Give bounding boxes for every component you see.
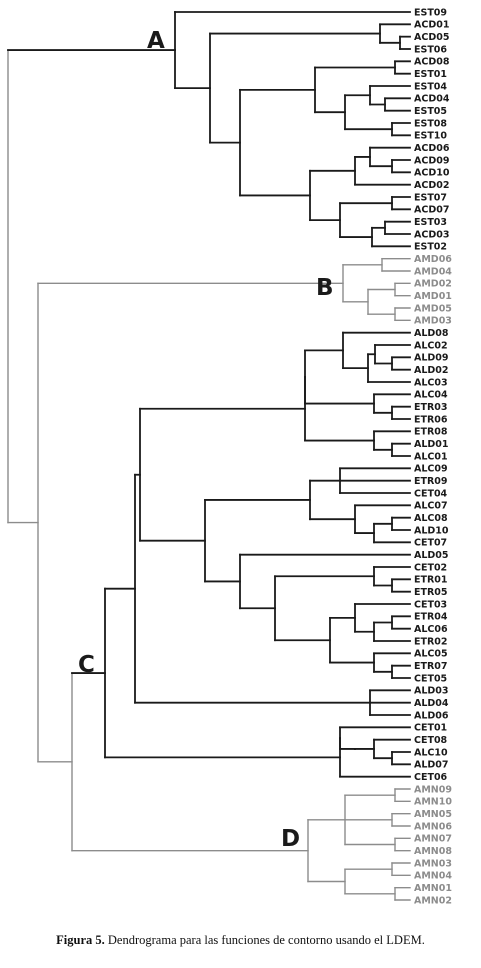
leaf-label: ALC06 [414,624,448,635]
leaf-label: EST02 [414,242,447,253]
leaf-label: CET06 [414,772,448,783]
leaf-label: ACD10 [414,168,450,179]
leaf-label: AMD06 [414,254,452,265]
leaf-label: ETR02 [414,636,448,647]
leaf-label: ALD06 [414,710,449,721]
leaf-label: AMN01 [414,883,452,894]
leaf-label: ALD04 [414,698,449,709]
caption-label: Figura 5. [56,933,105,947]
leaf-label: ACD01 [414,20,449,31]
leaf-label: CET04 [414,488,448,499]
leaf-label: EST06 [414,44,447,55]
leaf-label: AMN05 [414,809,452,820]
leaf-label: EST09 [414,7,447,18]
leaf-label: ALD05 [414,550,449,561]
caption-text: Dendrograma para las funciones de contor… [107,933,425,947]
figure-caption: Figura 5. Dendrograma para las funciones… [0,933,481,948]
cluster-label-b: B [316,275,334,301]
leaf-label: ETR09 [414,476,448,487]
leaf-label: ETR04 [414,612,448,623]
dendrogram: EST09ACD01ACD05EST06ACD08EST01EST04ACD04… [7,7,452,906]
leaf-label: CET08 [414,735,448,746]
leaf-label: ACD02 [414,180,449,191]
leaf-label: ALC02 [414,340,448,351]
leaf-label: ALC01 [414,451,448,462]
cluster-label-a: A [147,28,165,54]
leaf-label: AMN03 [414,858,452,869]
leaf-label: AMD01 [414,291,452,302]
leaf-label: ALD01 [414,439,449,450]
leaf-label: AMN02 [414,895,452,906]
dendrogram-branches: EST09ACD01ACD05EST06ACD08EST01EST04ACD04… [7,7,452,906]
leaf-label: ACD04 [414,94,450,105]
leaf-label: ACD07 [414,205,449,216]
leaf-label: ACD05 [414,32,449,43]
cluster-label-c: C [78,652,95,678]
leaf-label: CET05 [414,673,447,684]
leaf-label: ACD03 [414,229,449,240]
leaf-label: ETR03 [414,402,448,413]
leaf-label: AMN08 [414,846,452,857]
leaf-label: AMN07 [414,834,452,845]
leaf-label: CET03 [414,599,447,610]
leaf-label: AMN10 [414,797,452,808]
leaf-label: EST03 [414,217,447,228]
cluster-label-d: D [281,826,300,852]
leaf-label: AMN09 [414,784,452,795]
leaf-label: EST07 [414,192,447,203]
leaf-label: ALC09 [414,464,448,475]
leaf-label: ALC03 [414,377,448,388]
leaf-label: CET02 [414,562,447,573]
leaf-label: EST04 [414,81,447,92]
leaf-label: AMN04 [414,871,452,882]
leaf-label: ALC07 [414,501,448,512]
leaf-label: EST05 [414,106,447,117]
leaf-label: ALC05 [414,649,448,660]
leaf-label: EST01 [414,69,447,80]
leaf-label: ETR01 [414,575,448,586]
leaf-label: AMD05 [414,303,452,314]
leaf-label: ALD07 [414,760,449,771]
leaf-label: ETR05 [414,587,448,598]
leaf-label: ALC10 [414,747,448,758]
leaf-label: ETR06 [414,414,448,425]
leaf-label: ALD10 [414,525,449,536]
leaf-label: AMD02 [414,279,452,290]
leaf-label: ACD06 [414,143,450,154]
leaf-label: CET01 [414,723,447,734]
leaf-label: AMD04 [414,266,452,277]
leaf-label: ALD02 [414,365,449,376]
leaf-label: EST08 [414,118,447,129]
leaf-label: ACD09 [414,155,449,166]
leaf-label: ALD08 [414,328,449,339]
leaf-label: EST10 [414,131,447,142]
leaf-label: AMN06 [414,821,452,832]
leaf-label: ALD09 [414,353,449,364]
leaf-label: ALC08 [414,513,448,524]
leaf-label: ACD08 [414,57,450,68]
leaf-label: ETR07 [414,661,448,672]
leaf-label: ALC04 [414,390,448,401]
leaf-label: ALD03 [414,686,449,697]
leaf-label: ETR08 [414,427,448,438]
leaf-label: AMD03 [414,316,452,327]
leaf-label: CET07 [414,538,447,549]
